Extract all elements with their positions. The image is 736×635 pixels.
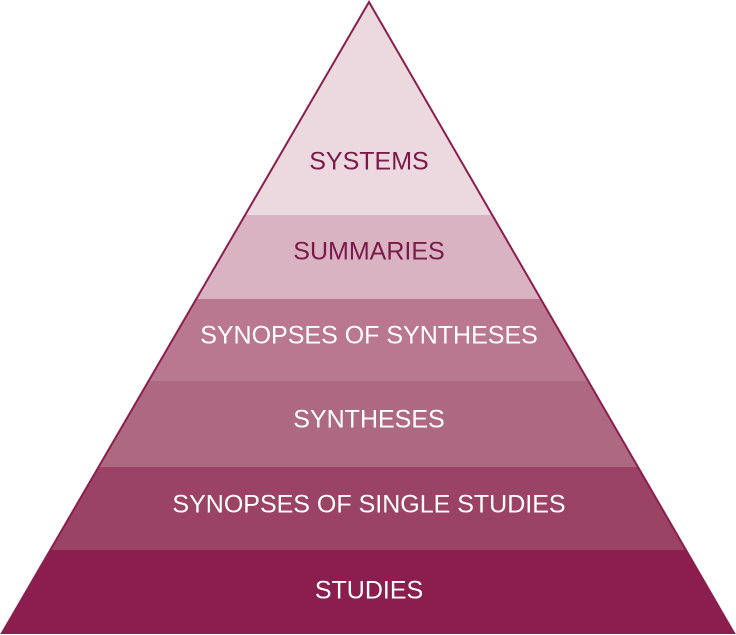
- tier-label-summaries: SUMMARIES: [293, 238, 444, 266]
- tier-label-systems: SYSTEMS: [309, 148, 428, 176]
- tier-label-syntheses: SYNTHESES: [293, 406, 444, 434]
- tier-band-synopses-of-single-studies: [2, 467, 734, 550]
- tier-label-synopses-of-syntheses: SYNOPSES OF SYNTHESES: [200, 322, 538, 350]
- tier-band-studies: [2, 550, 734, 633]
- pyramid-labels: SYSTEMS SUMMARIES SYNOPSES OF SYNTHESES …: [172, 148, 565, 605]
- tier-label-synopses-of-single-studies: SYNOPSES OF SINGLE STUDIES: [172, 491, 565, 519]
- tier-label-studies: STUDIES: [315, 577, 423, 605]
- tier-band-systems: [2, 2, 734, 215]
